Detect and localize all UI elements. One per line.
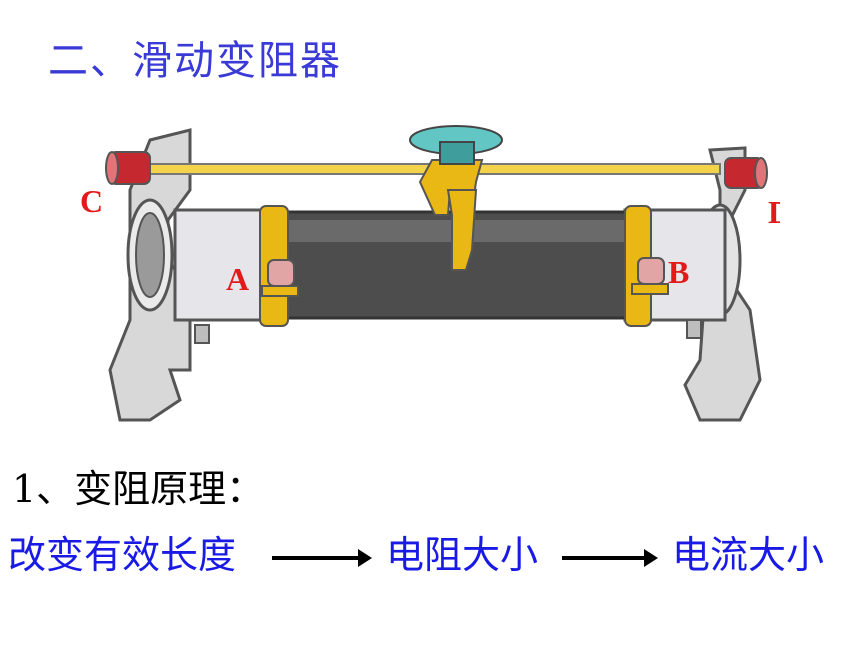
- terminal-d: [724, 157, 768, 189]
- label-a: A: [226, 261, 249, 297]
- label-c: C: [80, 183, 103, 219]
- flow-step-current: 电流大小: [672, 533, 825, 577]
- slider: [409, 125, 503, 271]
- arrow-right-icon: [272, 549, 372, 567]
- terminal-c: [105, 151, 151, 185]
- flow-step-effective-length: 改变有效长度: [8, 533, 237, 577]
- terminal-b: [631, 257, 669, 295]
- slide-title: 二、滑动变阻器: [48, 38, 342, 84]
- principle-flow: 改变有效长度 电阻大小 电流大小: [8, 524, 856, 584]
- left-stand: [108, 128, 192, 422]
- arrow-right-icon: [562, 549, 658, 567]
- flow-step-resistance: 电阻大小: [386, 533, 539, 577]
- sliding-rheostat-figure: C D A B: [80, 125, 780, 422]
- label-d: D: [768, 194, 780, 230]
- principle-heading: 1、变阻原理：: [12, 467, 265, 511]
- terminal-a: [261, 259, 299, 297]
- label-b: B: [668, 254, 689, 290]
